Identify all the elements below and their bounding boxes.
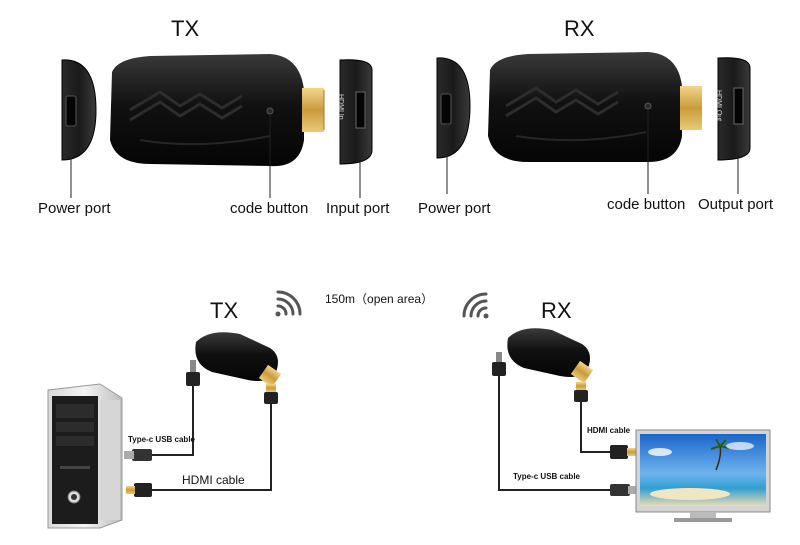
rx-code-button xyxy=(644,102,652,110)
rx-hdmi-cable-label: HDMI cable xyxy=(587,426,631,435)
tx-adapter-body xyxy=(110,54,304,167)
top-rx-title: RX xyxy=(564,16,595,41)
top-tx-title: TX xyxy=(171,16,200,41)
rx-hdmi-cable xyxy=(574,382,636,459)
range-label: 150m（open area） xyxy=(325,292,434,306)
tx-usb-cable xyxy=(124,360,200,461)
tx-input-port-label: Input port xyxy=(326,200,390,217)
tx-hdmi-cable xyxy=(126,384,278,497)
bottom-rx-title: RX xyxy=(541,298,572,323)
tx-code-button-label: code button xyxy=(230,200,309,217)
tx-dongle xyxy=(195,332,282,388)
rx-power-cap xyxy=(436,57,471,159)
tx-code-button xyxy=(266,107,274,115)
tx-hdmi-marking: HDMI In xyxy=(337,94,344,120)
tx-wifi-icon xyxy=(275,290,302,317)
rx-adapter-body xyxy=(488,52,682,162)
tx-usb-cable-label: Type-c USB cable xyxy=(128,435,195,444)
rx-dongle xyxy=(507,328,594,384)
rx-wifi-icon xyxy=(462,292,489,319)
tx-hdmi-plug xyxy=(302,88,325,132)
tx-hdmi-cable-label: HDMI cable xyxy=(182,473,245,487)
rx-usb-cable xyxy=(492,352,638,496)
tx-power-cap xyxy=(61,59,97,161)
rx-hdmi-plug xyxy=(680,86,702,130)
rx-usb-cable-label: Type-c USB cable xyxy=(513,472,580,481)
tv-display xyxy=(635,429,771,522)
tx-hdmi-cap xyxy=(339,59,373,165)
rx-output-port-label: Output port xyxy=(698,196,774,213)
pc-tower xyxy=(47,383,123,529)
rx-power-port-label: Power port xyxy=(418,200,491,217)
rx-hdmi-marking: HDMI Out xyxy=(715,90,722,122)
rx-hdmi-cap xyxy=(717,57,751,161)
rx-code-button-label: code button xyxy=(607,196,686,213)
bottom-tx-title: TX xyxy=(210,298,239,323)
tx-power-port-label: Power port xyxy=(38,200,111,217)
